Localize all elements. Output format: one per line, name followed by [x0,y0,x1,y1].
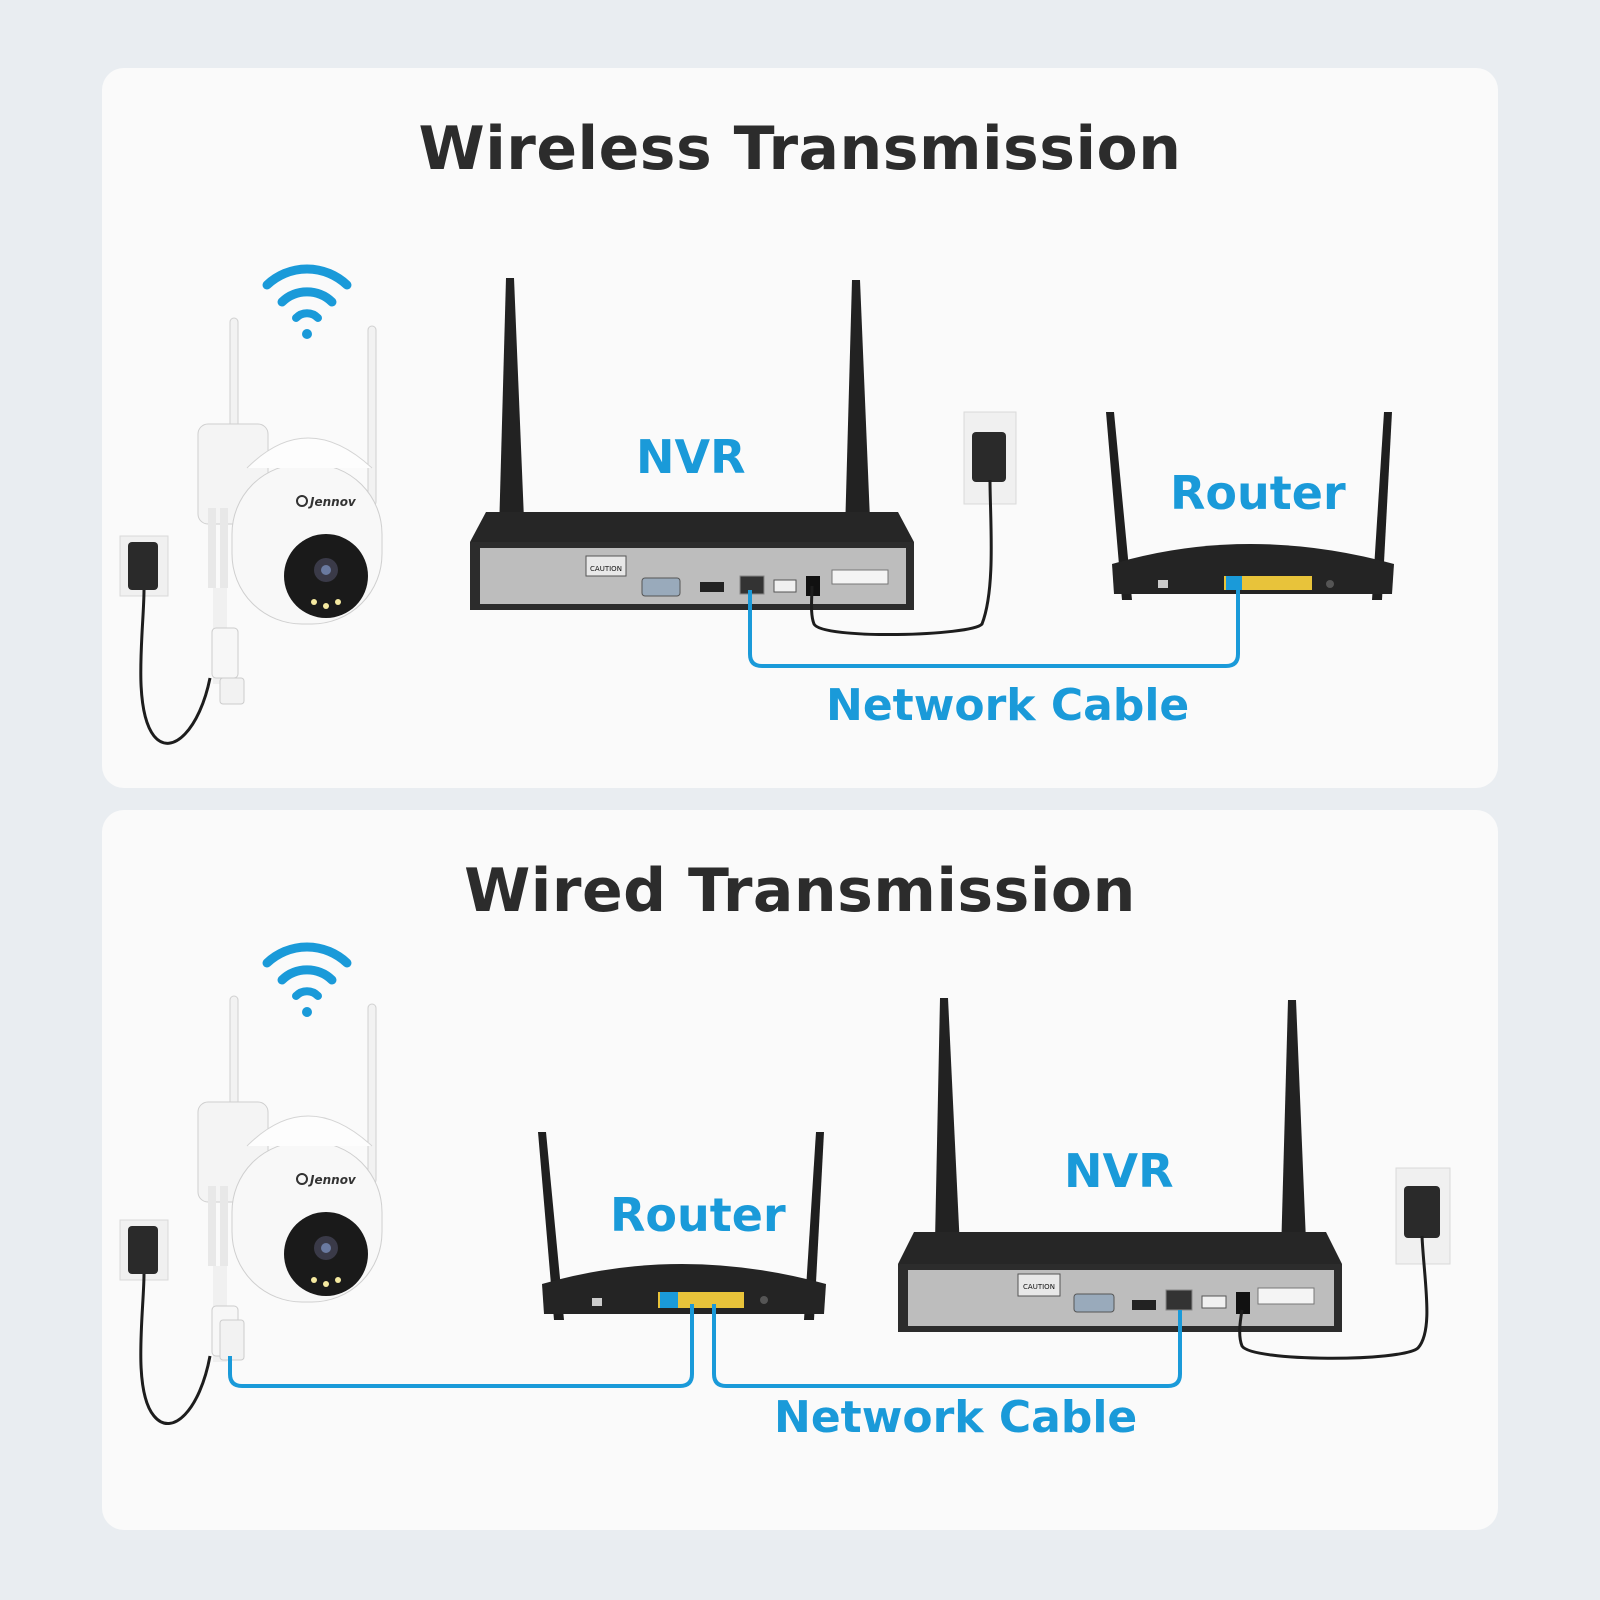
network-cable-label: Network Cable [774,1392,1138,1443]
wired-panel: Jennov CAUTION [102,810,1498,1530]
camera: Jennov [197,317,383,705]
network-cable [748,586,1240,668]
wireless-diagram: Jennov CAUTION [119,264,1394,745]
network-cable-router-nvr [712,1304,1182,1388]
caution-label: CAUTION [590,565,622,573]
wifi-icon [262,942,352,1017]
panel-title: Wireless Transmission [418,114,1182,184]
camera: Jennov [197,995,383,1362]
camera-brand: Jennov [308,495,357,509]
camera-power-adapter [119,1219,212,1425]
camera-power-adapter [119,535,212,745]
nvr: CAUTION [470,278,914,610]
nvr-power-adapter [810,411,1017,636]
nvr-power-adapter [1238,1167,1451,1360]
camera-brand: Jennov [308,1173,357,1187]
nvr-label: NVR [1064,1144,1174,1198]
router-label: Router [1170,466,1346,520]
router [1106,412,1394,600]
panel-title: Wired Transmission [464,856,1136,926]
wireless-panel: Jennov CAUTION [102,68,1498,788]
network-cable-camera-router [228,1304,694,1388]
wifi-icon [262,264,352,339]
router-label: Router [610,1188,786,1242]
wired-diagram: Jennov CAUTION [119,942,1451,1425]
caution-label: CAUTION [1023,1283,1055,1291]
network-cable-label: Network Cable [826,680,1190,731]
router [538,1132,826,1320]
nvr-label: NVR [636,430,746,484]
nvr: CAUTION [898,998,1342,1332]
